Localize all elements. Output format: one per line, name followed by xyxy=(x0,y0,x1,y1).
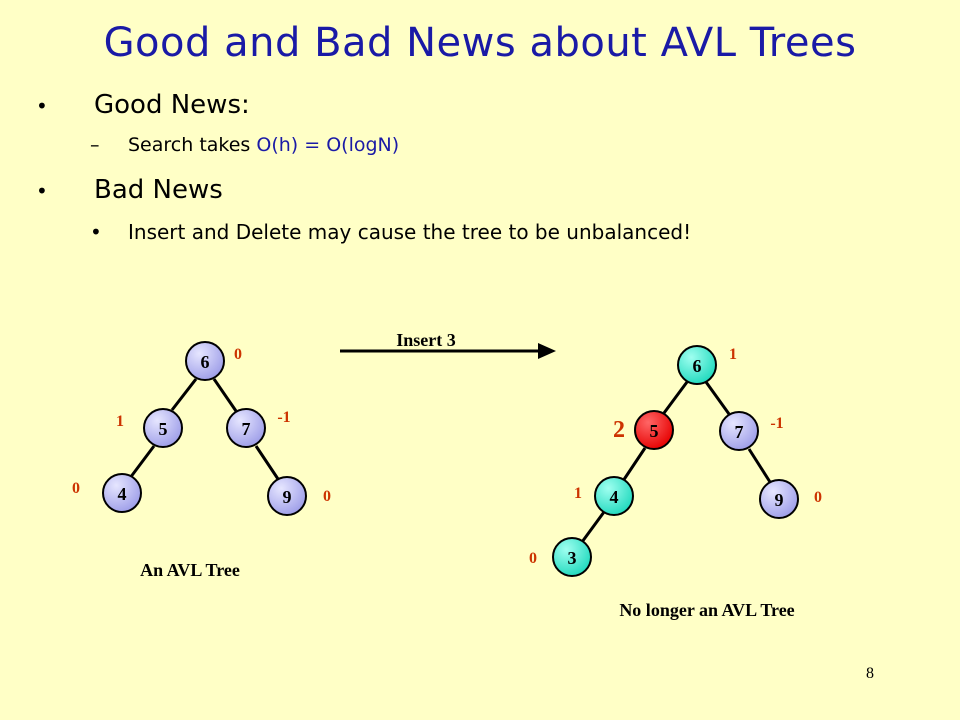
left-tree-edges xyxy=(128,378,280,480)
edge-7-9 xyxy=(254,445,280,480)
tree-node: 4 xyxy=(594,476,634,516)
tree-node: 9 xyxy=(267,476,307,516)
insert-arrow: Insert 3 xyxy=(340,330,556,359)
edge-7-9 xyxy=(747,448,772,483)
node-key: 4 xyxy=(118,484,127,504)
left-tree-caption: An AVL Tree xyxy=(140,560,240,580)
tree-node: 5 xyxy=(143,408,183,448)
balance-label: 0 xyxy=(234,346,242,363)
edge-4-3 xyxy=(580,511,606,543)
bullet-dash: – xyxy=(90,134,100,156)
complexity-formula: O(h) = O(logN) xyxy=(256,134,400,156)
node-key: 9 xyxy=(775,490,784,510)
left-tree: 6 5 7 4 9 0 1 -1 0 0 xyxy=(72,341,331,580)
sub-bullet-search: – Search takes O(h) = O(logN) xyxy=(90,134,399,156)
tree-node: 9 xyxy=(759,479,799,519)
bad-news-heading: Bad News xyxy=(94,175,223,205)
tree-node: 6 xyxy=(185,341,225,381)
balance-label: 0 xyxy=(529,550,537,567)
balance-label: -1 xyxy=(770,415,783,432)
slide-title: Good and Bad News about AVL Trees xyxy=(103,20,857,66)
bullet-good-news: • Good News: xyxy=(36,90,250,120)
good-news-heading: Good News: xyxy=(94,90,250,120)
balance-label: 1 xyxy=(116,413,124,430)
tree-node-inserted: 3 xyxy=(552,537,592,577)
balance-label: 0 xyxy=(323,488,331,505)
balance-label: 0 xyxy=(814,489,822,506)
tree-node: 7 xyxy=(226,408,266,448)
balance-label: 1 xyxy=(729,346,737,363)
edge-6-5 xyxy=(662,381,689,414)
node-key: 7 xyxy=(735,422,744,442)
unbalanced-balance-label: 2 xyxy=(613,417,625,443)
node-key: 9 xyxy=(283,487,292,507)
node-key: 4 xyxy=(610,487,619,507)
arrow-head xyxy=(538,343,556,359)
node-key: 5 xyxy=(650,421,659,441)
tree-node: 4 xyxy=(102,473,142,513)
edge-5-4 xyxy=(128,445,156,479)
right-tree-caption: No longer an AVL Tree xyxy=(619,600,794,620)
edge-6-5 xyxy=(170,378,198,411)
edge-6-7 xyxy=(212,378,238,412)
node-key: 6 xyxy=(201,352,210,372)
page-number: 8 xyxy=(866,665,874,682)
arrow-label: Insert 3 xyxy=(396,330,456,350)
insert-delete-text: Insert and Delete may cause the tree to … xyxy=(128,220,692,244)
bullet-bad-news: • Bad News xyxy=(36,175,223,205)
node-key: 7 xyxy=(242,419,251,439)
node-key: 6 xyxy=(693,356,702,376)
bullet-dot: • xyxy=(36,94,48,118)
tree-node-unbalanced: 5 xyxy=(634,410,674,450)
edge-6-7 xyxy=(704,381,731,415)
tree-node: 6 xyxy=(677,345,717,385)
tree-node: 7 xyxy=(719,411,759,451)
right-tree: 6 5 7 4 9 3 1 xyxy=(529,345,822,620)
bullet-dot: • xyxy=(90,220,102,244)
sub-bullet-insert-delete: • Insert and Delete may cause the tree to… xyxy=(90,220,691,244)
right-tree-edges xyxy=(580,381,772,543)
node-key: 3 xyxy=(568,548,577,568)
bullet-dot: • xyxy=(36,179,48,203)
balance-label: 0 xyxy=(72,480,80,497)
node-key: 5 xyxy=(159,419,168,439)
edge-5-4 xyxy=(621,447,647,482)
balance-label: 1 xyxy=(574,485,582,502)
search-text: Search takes xyxy=(128,134,257,156)
balance-label: -1 xyxy=(277,409,290,426)
